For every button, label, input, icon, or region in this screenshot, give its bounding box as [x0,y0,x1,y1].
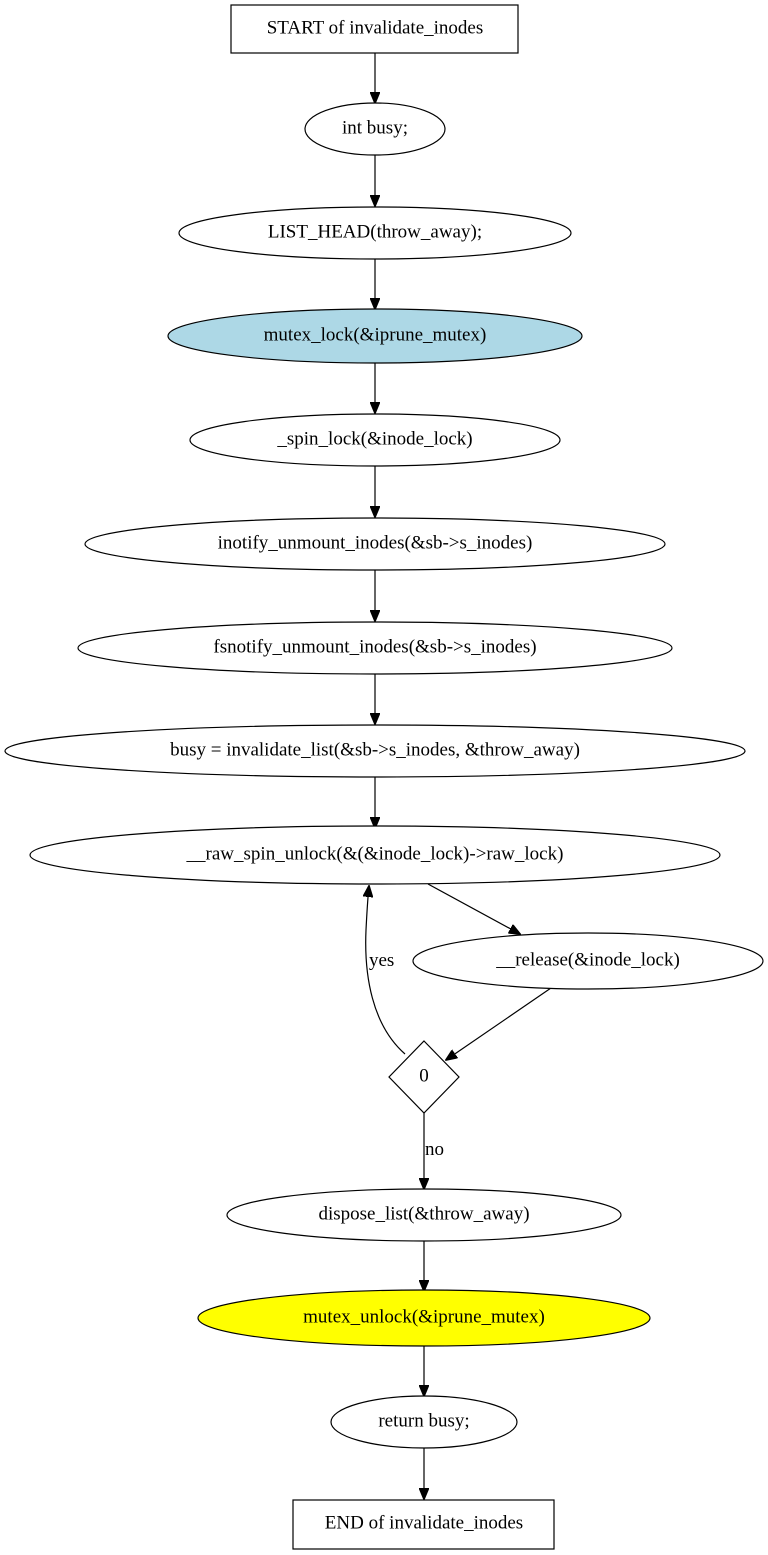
svg-text:return busy;: return busy; [378,1410,469,1431]
svg-text:__release(&inode_lock): __release(&inode_lock) [495,949,680,970]
node-inotify-unmount: inotify_unmount_inodes(&sb->s_inodes) [84,517,666,571]
edge-n8-n9 [427,883,520,934]
node-end: END of invalidate_inodes [292,1499,555,1550]
edge-label-yes: yes [369,950,394,971]
svg-text:int busy;: int busy; [342,117,408,138]
svg-text:LIST_HEAD(throw_away);: LIST_HEAD(throw_away); [268,221,482,242]
node-return-busy: return busy; [330,1395,518,1449]
svg-text:mutex_unlock(&iprune_mutex): mutex_unlock(&iprune_mutex) [303,1306,545,1327]
svg-text:0: 0 [419,1065,429,1086]
node-fsnotify-unmount: fsnotify_unmount_inodes(&sb->s_inodes) [77,621,673,675]
node-raw-spin-unlock: __raw_spin_unlock(&(&inode_lock)->raw_lo… [29,825,721,885]
node-mutex-unlock: mutex_unlock(&iprune_mutex) [197,1289,651,1347]
svg-text:busy = invalidate_list(&sb->s_: busy = invalidate_list(&sb->s_inodes, &t… [170,739,580,760]
svg-text:mutex_lock(&iprune_mutex): mutex_lock(&iprune_mutex) [264,324,487,345]
edge-label-no: no [425,1139,444,1160]
svg-text:_spin_lock(&inode_lock): _spin_lock(&inode_lock) [276,428,472,449]
node-mutex-lock: mutex_lock(&iprune_mutex) [167,308,583,364]
node-invalidate-list: busy = invalidate_list(&sb->s_inodes, &t… [4,724,746,778]
svg-text:fsnotify_unmount_inodes(&sb->s: fsnotify_unmount_inodes(&sb->s_inodes) [213,636,536,657]
svg-text:inotify_unmount_inodes(&sb->s_: inotify_unmount_inodes(&sb->s_inodes) [218,532,533,553]
edge-d0-n8-yes [366,886,406,1055]
edge-n9-d0 [446,987,552,1060]
svg-text:__raw_spin_unlock(&(&inode_loc: __raw_spin_unlock(&(&inode_lock)->raw_lo… [186,843,564,864]
node-int-busy: int busy; [304,102,446,156]
svg-text:END of invalidate_inodes: END of invalidate_inodes [325,1512,523,1533]
node-release: __release(&inode_lock) [412,932,764,990]
node-spin-lock: _spin_lock(&inode_lock) [189,413,561,467]
node-decision-0: 0 [388,1040,460,1114]
edges [366,53,552,1499]
node-start: START of invalidate_inodes [230,4,519,54]
svg-text:dispose_list(&throw_away): dispose_list(&throw_away) [318,1203,529,1224]
node-dispose-list: dispose_list(&throw_away) [226,1188,622,1242]
svg-text:START of invalidate_inodes: START of invalidate_inodes [267,17,484,38]
node-list-head: LIST_HEAD(throw_away); [178,206,572,260]
